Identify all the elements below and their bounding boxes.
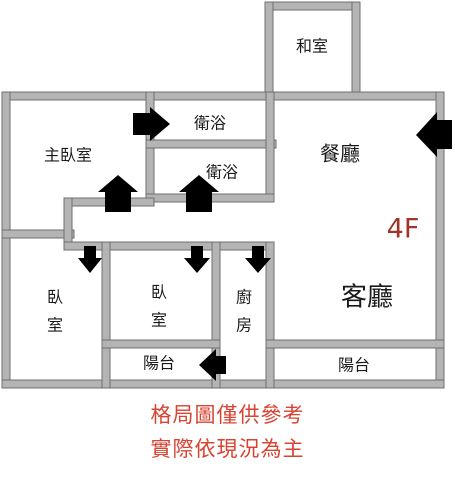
arrow-left-icon	[416, 112, 452, 157]
wall	[264, 1, 361, 11]
arrow-down-icon	[245, 246, 271, 273]
arrow-up-icon	[179, 175, 219, 212]
wall	[145, 139, 277, 149]
room-label-master-bedroom: 主臥室	[44, 146, 92, 165]
wall	[101, 339, 221, 349]
wall	[265, 339, 445, 349]
floor-label: 4F	[387, 214, 420, 245]
room-label-japanese: 和室	[296, 37, 328, 56]
wall	[1, 91, 11, 389]
room-label-balcony-right: 陽台	[338, 356, 370, 375]
arrow-right-icon	[133, 107, 170, 141]
disclaimer-line-2: 實際依現況為主	[150, 437, 305, 461]
arrow-down-icon	[78, 246, 102, 273]
wall	[265, 241, 275, 389]
wall	[264, 1, 274, 101]
room-label-bedroom-center-2: 室	[151, 311, 167, 330]
room-label-bathroom-lower: 衛浴	[206, 163, 238, 182]
room-label-bedroom-left-1: 臥	[47, 288, 63, 307]
room-label-kitchen-1: 廚	[236, 288, 252, 307]
room-label-balcony-left: 陽台	[143, 354, 175, 373]
wall	[1, 229, 75, 239]
room-label-kitchen-2: 房	[236, 316, 252, 335]
wall	[265, 91, 275, 203]
arrow-up-icon	[98, 175, 138, 212]
arrow-down-icon	[184, 246, 210, 273]
entry-arrows	[78, 107, 452, 381]
disclaimer-line-1: 格局圖僅供參考	[150, 403, 305, 427]
wall	[101, 241, 111, 389]
wall	[63, 197, 73, 249]
arrow-left-icon	[199, 349, 226, 381]
walls	[1, 1, 445, 389]
room-labels: 和室 主臥室 衛浴 衛浴 餐廳 4F 客廳 臥 室 臥 室 廚 房 陽台 陽台	[44, 37, 419, 375]
wall	[211, 241, 221, 389]
room-label-bedroom-left-2: 室	[47, 316, 63, 335]
wall	[1, 91, 445, 101]
wall	[351, 1, 361, 101]
disclaimer: 格局圖僅供參考 實際依現況為主	[0, 398, 455, 466]
room-label-bedroom-center-1: 臥	[151, 283, 167, 302]
room-label-bathroom-upper: 衛浴	[194, 114, 226, 133]
room-label-living: 客廳	[341, 283, 393, 313]
room-label-dining: 餐廳	[320, 142, 360, 166]
wall	[1, 379, 445, 389]
